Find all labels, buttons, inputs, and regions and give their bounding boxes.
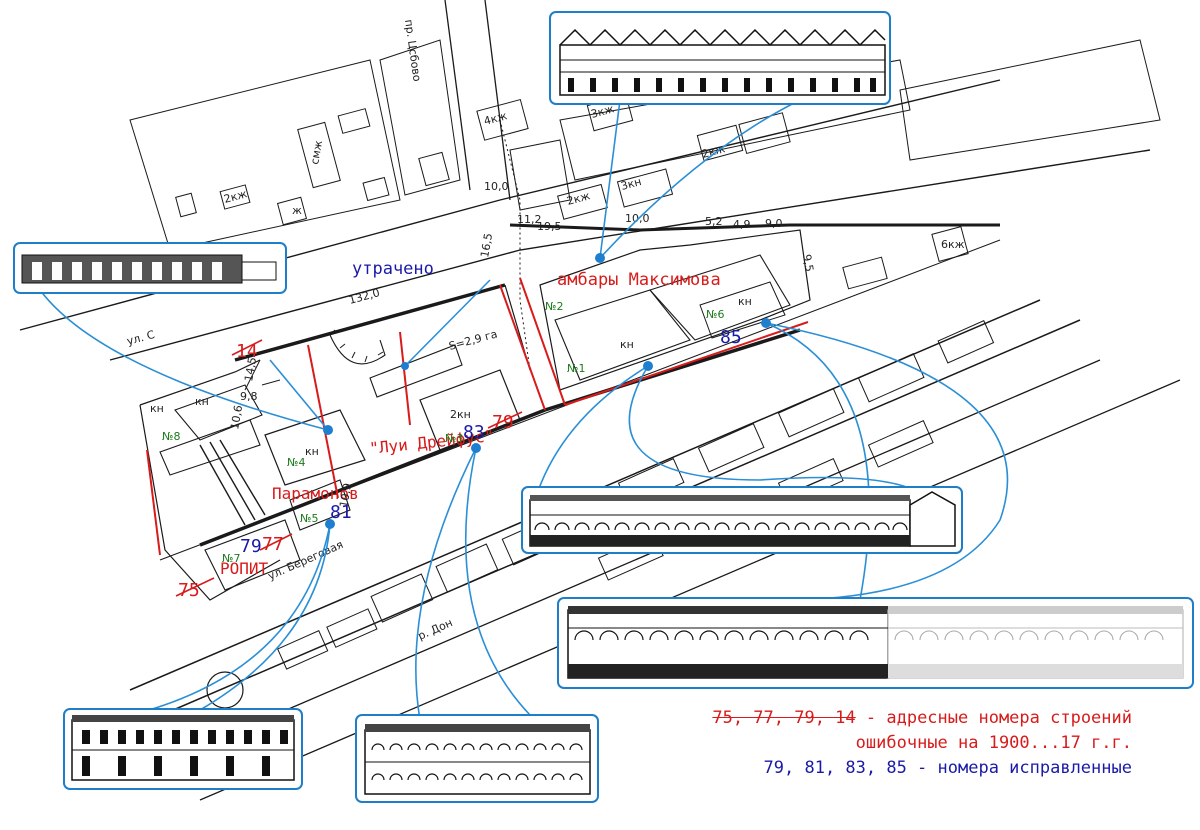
fixed-address-numbers: 79 81 83 85: [240, 327, 742, 557]
code-4kj: 4кж: [482, 109, 508, 128]
fixed-number-83: 83: [463, 422, 485, 443]
fixed-number-79: 79: [240, 536, 262, 557]
dim-9-8: 9,8: [240, 390, 258, 403]
legend-wrong-line-2: ошибочные на 1900...17 г.г.: [855, 733, 1132, 753]
legend-wrong-line: 75, 77, 79, 14 - адресные номера строени…: [612, 706, 1132, 731]
dim-1320-label: 132,0: [347, 286, 381, 307]
wrong-number-14: 14: [236, 341, 258, 362]
dim-10-0-b: 10,0: [625, 212, 650, 225]
code-2kn-dreyfus: 2кн: [450, 408, 471, 421]
dim-4-9: 4,9: [733, 218, 751, 231]
street-top-label: пр. Цсбово: [402, 19, 424, 83]
red-lot-lines: [146, 277, 809, 556]
dim-14-5: 14,5: [242, 356, 259, 382]
lost-label: утрачено: [352, 259, 434, 279]
dim-9-5: 9,5: [800, 253, 816, 272]
callout-leaders: [39, 99, 1009, 721]
elevation-arcade-mid: [521, 486, 963, 554]
paramonov-label: Парамонов: [272, 484, 359, 503]
code-kn-2: кн: [195, 395, 209, 408]
wrong-address-numbers: 75 77 79 14: [175, 339, 523, 601]
area-label: S=2,9 га: [447, 327, 498, 352]
code-6kj: 6кж: [941, 238, 965, 251]
lot-2: №2: [545, 300, 563, 313]
legend: 75, 77, 79, 14 - адресные номера строени…: [612, 706, 1132, 781]
dim-9-0: 9,0: [765, 217, 783, 230]
dim-16-5: 16,5: [478, 232, 495, 258]
code-kn-1: кн: [150, 402, 164, 415]
code-3kj-1: 3кж: [589, 102, 615, 121]
wrong-number-79: 79: [492, 412, 514, 433]
street-partial-label: ул. С: [125, 328, 156, 348]
code-2kj-1: 2кж: [565, 189, 591, 208]
map-base: [19, 0, 1181, 801]
elevation-arcade-bottom: [355, 714, 599, 803]
code-kn-4: кн: [620, 338, 634, 351]
legend-fixed-line: 79, 81, 83, 85 - номера исправленные: [763, 758, 1132, 778]
code-2kj-3: 2кж: [222, 187, 248, 206]
legend-wrong-text: - адресные номера строений: [855, 708, 1132, 728]
dim-19-5: 19,5: [537, 220, 562, 233]
lot-4: №4: [287, 456, 305, 469]
elevation-ambary: [549, 11, 891, 105]
dim-10-6: 10,6: [228, 404, 245, 430]
legend-wrong-numbers: 75, 77, 79, 14: [712, 708, 856, 728]
elevation-house-left: [63, 708, 303, 790]
lot-3: №3: [445, 432, 463, 445]
code-kn-3: кн: [305, 445, 319, 458]
fixed-number-81: 81: [330, 502, 352, 523]
code-3kn: 3кн: [619, 175, 642, 193]
river-label: р. Дон: [416, 616, 455, 643]
fixed-number-85: 85: [720, 327, 742, 348]
elevation-facade-right: [557, 597, 1194, 689]
lot-1: №1: [567, 362, 585, 375]
code-2kj-2: 2кж: [700, 142, 726, 161]
dim-10-0-a: 10,0: [484, 180, 509, 193]
code-kn-5: кн: [738, 295, 752, 308]
ropit-label: РОПИТ: [220, 559, 269, 578]
code-j: ж: [292, 204, 302, 217]
wrong-number-77: 77: [262, 534, 284, 555]
code-smj: смж: [308, 139, 325, 165]
dim-11-2: 11,2: [517, 213, 542, 226]
dim-5-2: 5,2: [705, 215, 723, 228]
lot-8: №8: [162, 430, 180, 443]
lot-5: №5: [300, 512, 318, 525]
elevation-warehouse-left: [13, 242, 287, 294]
lot-6: №6: [706, 308, 724, 321]
lot-7: №7: [222, 552, 240, 565]
ambary-label: амбары Максимова: [557, 270, 721, 290]
dim-10-9: 10,9: [337, 482, 354, 508]
